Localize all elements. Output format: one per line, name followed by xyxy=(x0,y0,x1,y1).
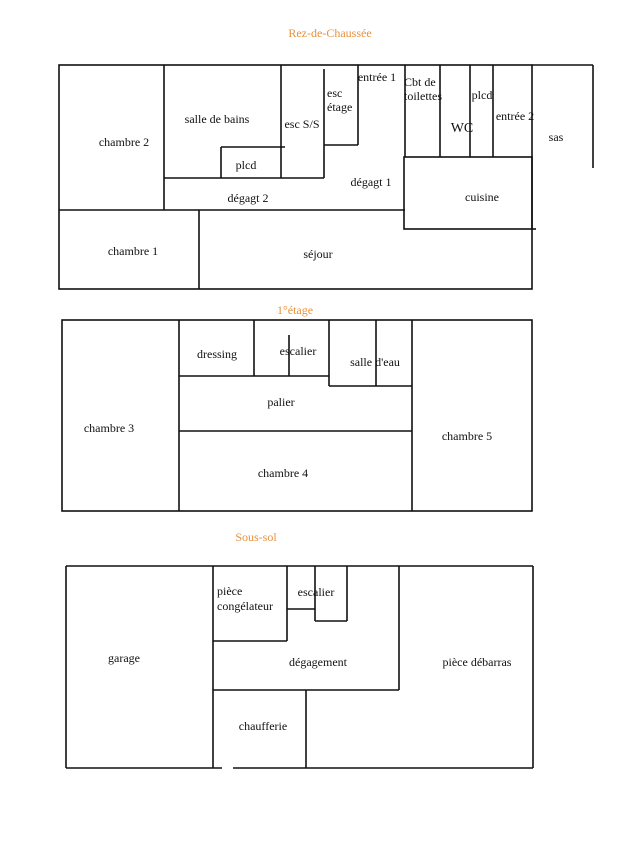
room-label: plcd xyxy=(472,88,493,102)
room-label: esc S/S xyxy=(284,117,319,131)
room-label: chambre 5 xyxy=(442,429,492,443)
room-label: chambre 2 xyxy=(99,135,149,149)
room-label: étage xyxy=(327,100,352,114)
room-label: entrée 1 xyxy=(358,70,396,84)
room-label: salle de bains xyxy=(185,112,250,126)
room-label: escalier xyxy=(298,585,335,599)
room-label: chambre 3 xyxy=(84,421,134,435)
room-label: palier xyxy=(267,395,294,409)
room-label: congélateur xyxy=(217,599,273,613)
room-label: plcd xyxy=(236,158,257,172)
room-label: garage xyxy=(108,651,140,665)
room-label: chambre 1 xyxy=(108,244,158,258)
room-label: Cbt de xyxy=(404,75,436,89)
cuisine-wall xyxy=(403,156,533,230)
room-label: toilettes xyxy=(404,89,442,103)
room-label: dégagement xyxy=(289,655,348,669)
basement-title: Sous-sol xyxy=(235,530,277,544)
room-label: dégagt 2 xyxy=(228,191,269,205)
basement-plan: Sous-sol pièce congélateur escalier gara… xyxy=(65,530,534,769)
room-label: chambre 4 xyxy=(258,466,308,480)
room-label: chaufferie xyxy=(239,719,287,733)
first-floor-title: 1°étage xyxy=(277,303,313,317)
room-label: escalier xyxy=(280,344,317,358)
room-label: pièce xyxy=(217,584,242,598)
room-label: séjour xyxy=(303,247,332,261)
ground-floor-plan: Rez-de-Chaussée chambre 2 salle de bains… xyxy=(58,26,594,290)
room-label: entrée 2 xyxy=(496,109,534,123)
room-label: salle d'eau xyxy=(350,355,400,369)
room-label: cuisine xyxy=(465,190,499,204)
ground-floor-title: Rez-de-Chaussée xyxy=(288,26,371,40)
room-label: WC xyxy=(451,121,474,136)
room-label: pièce débarras xyxy=(443,655,512,669)
room-label: dressing xyxy=(197,347,237,361)
room-label: sas xyxy=(549,130,564,144)
first-outer-wall xyxy=(61,319,533,512)
room-label: esc xyxy=(327,86,342,100)
room-label: dégagt 1 xyxy=(351,175,392,189)
first-floor-plan: 1°étage dressing escalier salle d'eau pa… xyxy=(61,303,533,512)
